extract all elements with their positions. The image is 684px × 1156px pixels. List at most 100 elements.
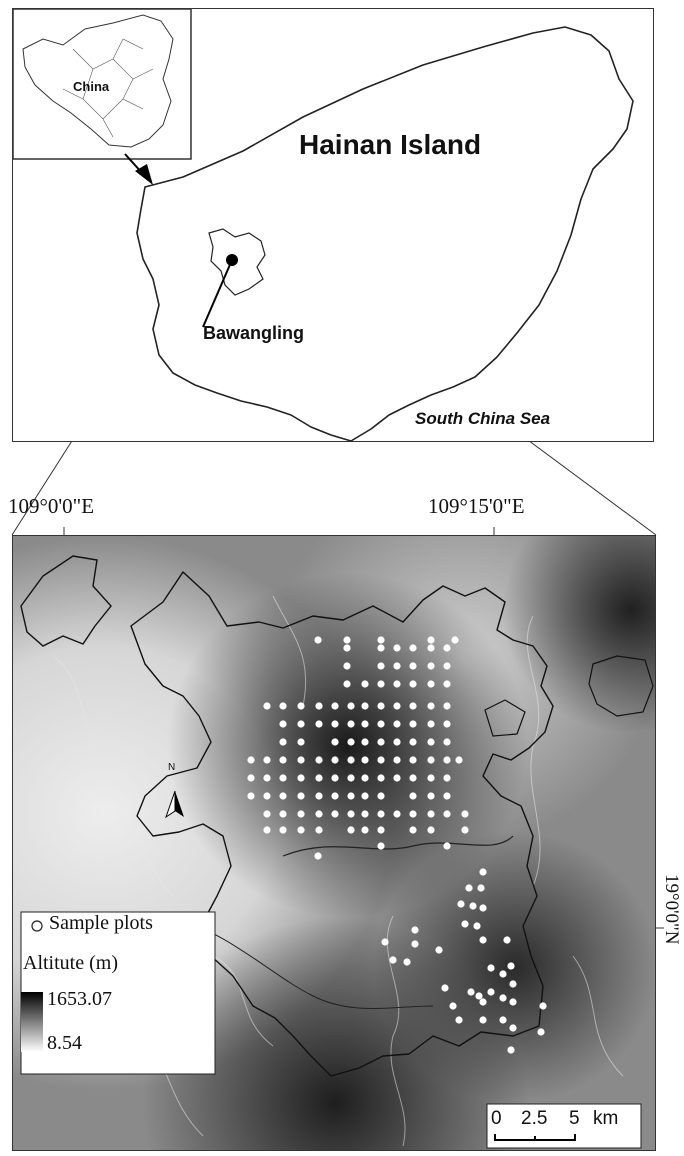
sample-plot-marker (297, 720, 305, 728)
sample-plot-marker (347, 826, 355, 834)
sample-plot-marker (331, 720, 339, 728)
scale-unit: km (593, 1108, 619, 1129)
sample-plot-marker (343, 644, 351, 652)
sample-plot-marker (263, 756, 271, 764)
sample-plot-marker (443, 720, 451, 728)
sample-plot-marker (461, 826, 469, 834)
bawangling-leader-line (202, 259, 233, 328)
sample-plot-marker (409, 826, 417, 834)
scale-tick-5: 5 (569, 1108, 580, 1129)
sample-plot-marker (499, 1016, 507, 1024)
sample-plot-marker (263, 774, 271, 782)
sample-plot-marker (347, 738, 355, 746)
detail-svg (13, 536, 655, 1150)
sample-plot-marker (377, 702, 385, 710)
sample-plot-marker (377, 792, 385, 800)
sample-plot-marker (331, 756, 339, 764)
lon-tick-label-1: 109°0'0"E (8, 494, 95, 518)
sample-plot-marker (361, 738, 369, 746)
sample-plot-marker (427, 720, 435, 728)
sample-plot-marker (343, 662, 351, 670)
scale-tick-2-5: 2.5 (521, 1108, 548, 1129)
sample-plot-marker (315, 756, 323, 764)
sample-plot-marker (409, 662, 417, 670)
sample-plot-marker (409, 810, 417, 818)
overview-map: China Hainan Island Bawangling South Chi… (12, 8, 654, 442)
sample-plot-marker (487, 964, 495, 972)
sample-plot-marker (343, 680, 351, 688)
sample-plot-marker (443, 662, 451, 670)
sample-plot-marker (443, 680, 451, 688)
sample-plot-marker (457, 900, 465, 908)
sample-plot-marker (347, 792, 355, 800)
sample-plot-marker (347, 702, 355, 710)
sample-plot-marker (343, 636, 351, 644)
sample-plot-marker (393, 702, 401, 710)
sample-plot-marker (314, 852, 322, 860)
sample-plot-marker (537, 1028, 545, 1036)
sample-plot-marker (409, 774, 417, 782)
sample-plot-marker (443, 756, 451, 764)
sample-plot-marker (247, 756, 255, 764)
sample-plot-marker (377, 662, 385, 670)
sample-plot-marker (314, 636, 322, 644)
sample-plot-marker (347, 774, 355, 782)
sample-plot-marker (315, 774, 323, 782)
sample-plot-marker (479, 998, 487, 1006)
sample-plot-marker (479, 1016, 487, 1024)
sample-plot-marker (539, 1002, 547, 1010)
sample-plot-marker (347, 810, 355, 818)
sample-plot-marker (315, 702, 323, 710)
sample-plot-marker (377, 810, 385, 818)
sample-plot-marker (331, 702, 339, 710)
sample-plot-marker (411, 940, 419, 948)
sample-plot-marker (263, 810, 271, 818)
sample-plot-marker (315, 792, 323, 800)
sample-plot-marker (409, 756, 417, 764)
scale-tick-0: 0 (491, 1108, 502, 1129)
sample-plot-marker (409, 792, 417, 800)
sample-plot-marker (467, 988, 475, 996)
sample-plot-marker (331, 774, 339, 782)
lat-tick-label: 19°0'0"N (661, 874, 682, 945)
sample-plot-marker (479, 904, 487, 912)
sample-plot-marker (279, 720, 287, 728)
east-enclave-boundary (588, 655, 654, 717)
sample-plot-marker (377, 826, 385, 834)
bawangling-outline (208, 228, 266, 296)
sample-plot-marker (455, 1016, 463, 1024)
sample-plot-marker (279, 774, 287, 782)
sample-plot-marker (347, 756, 355, 764)
sample-plot-marker (377, 756, 385, 764)
sample-plot-marker (279, 756, 287, 764)
sample-plot-marker (361, 756, 369, 764)
legend-color-ramp (21, 992, 43, 1052)
sample-plot-marker (427, 636, 435, 644)
sample-plot-marker (461, 810, 469, 818)
sample-plot-marker (297, 810, 305, 818)
sample-plot-marker (443, 774, 451, 782)
north-arrow-label: N (168, 762, 176, 773)
legend-max-value: 1653.07 (47, 988, 112, 1010)
sample-plot-marker (361, 680, 369, 688)
sample-plot-marker (403, 958, 411, 966)
sample-plot-marker (441, 984, 449, 992)
sample-plot-marker (509, 998, 517, 1006)
sample-plot-marker (315, 720, 323, 728)
hainan-island-outline (136, 26, 634, 442)
sample-plot-marker (427, 810, 435, 818)
china-inset-frame (13, 9, 192, 160)
sample-plot-marker (279, 826, 287, 834)
bawangling-label: Bawangling (203, 323, 305, 343)
sample-plot-marker (443, 702, 451, 710)
western-boundary (20, 555, 112, 647)
sample-plot-marker (247, 774, 255, 782)
sample-plot-marker (499, 994, 507, 1002)
sample-plot-marker (427, 644, 435, 652)
sample-plot-marker (381, 938, 389, 946)
sample-plot-marker (331, 792, 339, 800)
sample-plot-marker (473, 922, 481, 930)
sample-plot-marker (331, 810, 339, 818)
china-province-lines (62, 38, 154, 138)
sample-plot-marker (427, 738, 435, 746)
